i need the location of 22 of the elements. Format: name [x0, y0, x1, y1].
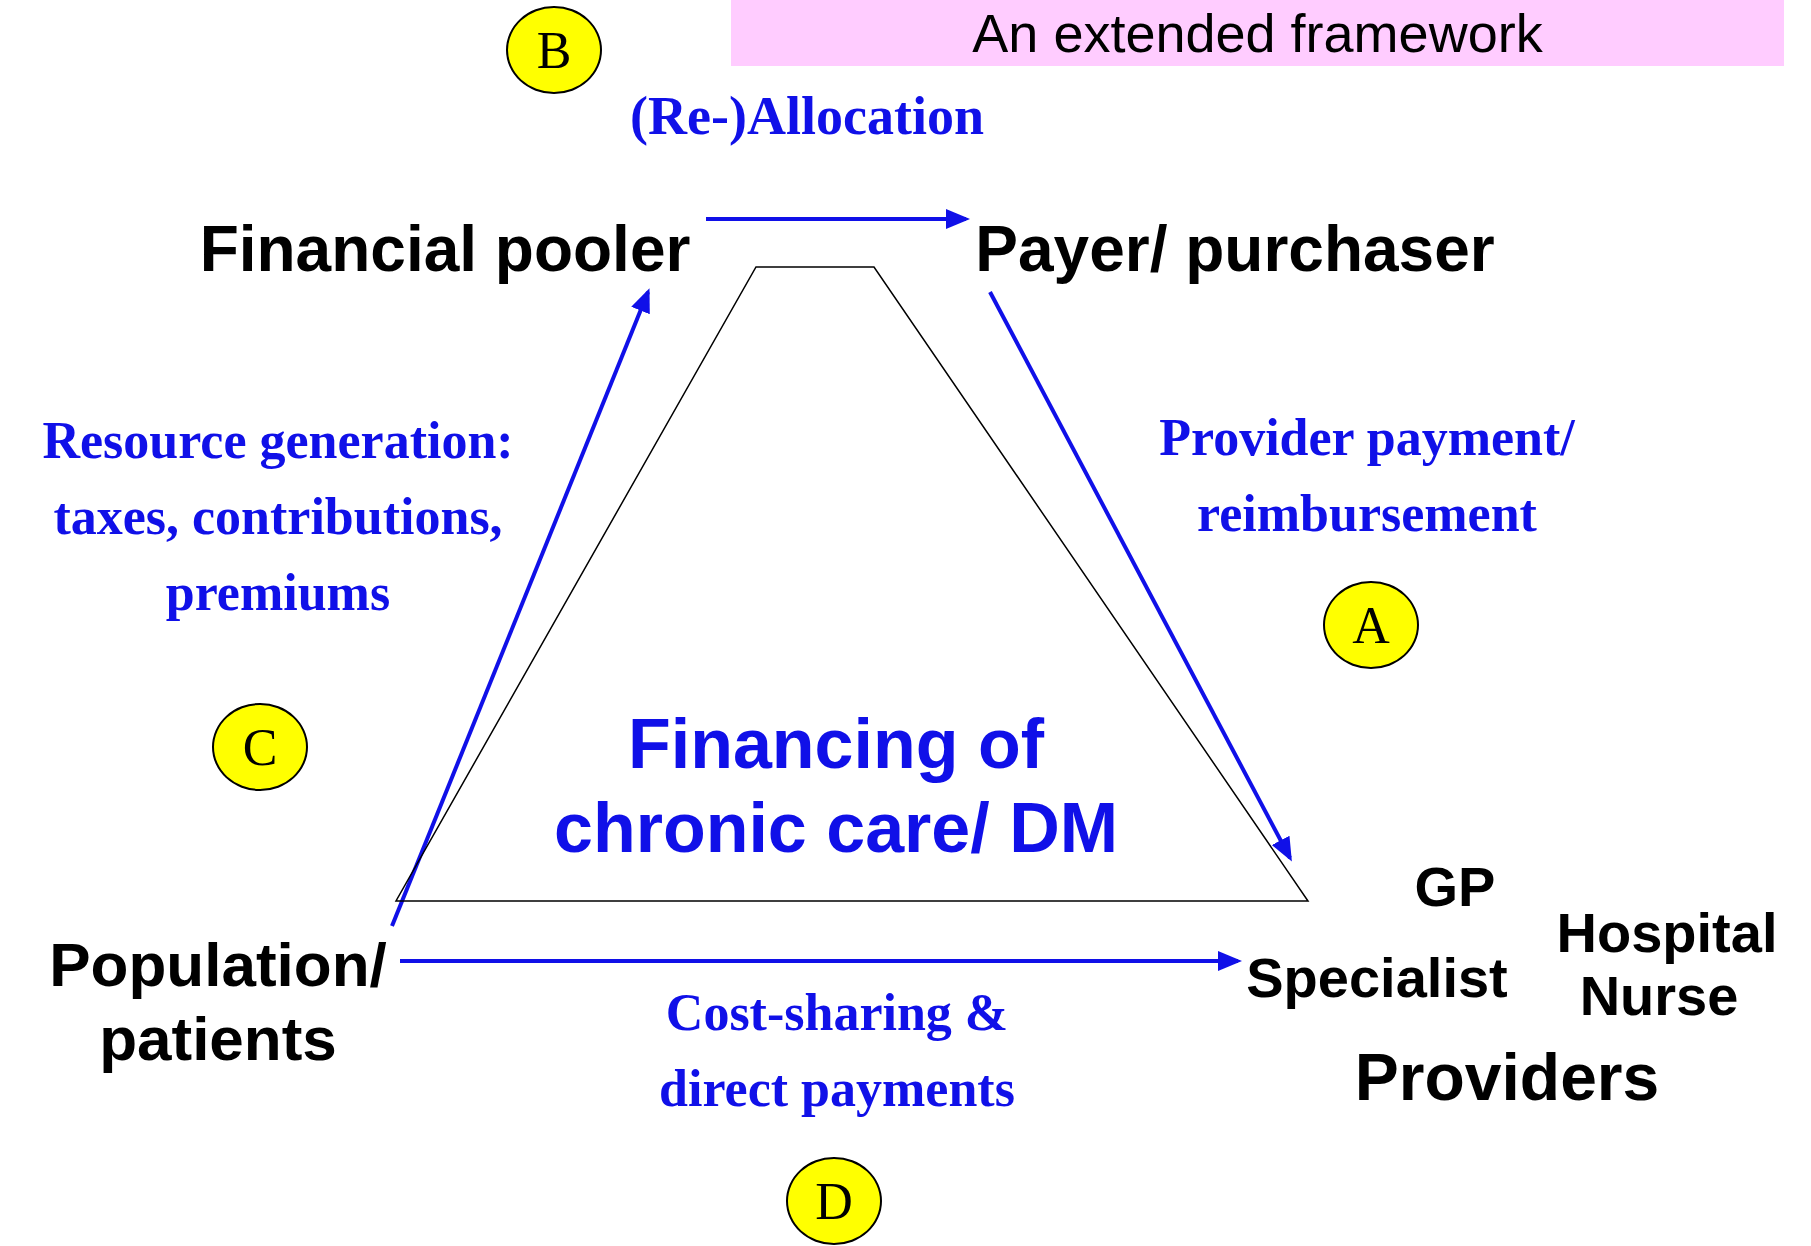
provider-label: Hospital	[1556, 900, 1778, 967]
node-label: Payer/ purchaser	[975, 211, 1495, 287]
provider-label: Nurse	[1579, 964, 1739, 1030]
provider-label: GP	[1414, 854, 1496, 921]
letter-circle: A	[1323, 581, 1419, 670]
arrow	[390, 288, 650, 927]
letter-circle: B	[506, 6, 602, 95]
edge-label: Provider payment/ reimbursement	[1158, 408, 1576, 544]
title-banner: An extended framework	[731, 0, 1784, 66]
node-label: Population/ patients	[48, 928, 388, 1075]
letter-circle: C	[212, 703, 308, 792]
edge-label: Cost-sharing & direct payments	[658, 983, 1016, 1119]
edge-label: (Re-)Allocation	[630, 85, 984, 148]
arrow	[988, 291, 1292, 862]
arrow	[706, 209, 970, 229]
center-heading: Financing of chronic care/ DM	[552, 704, 1120, 869]
node-label: Financial pooler	[199, 211, 691, 287]
edge-label: Resource generation: taxes, contributions, premiums	[41, 411, 515, 623]
provider-label: Providers	[1354, 1039, 1660, 1117]
provider-label: Specialist	[1246, 945, 1508, 1012]
arrow	[400, 951, 1242, 971]
letter-circle: D	[786, 1157, 882, 1246]
